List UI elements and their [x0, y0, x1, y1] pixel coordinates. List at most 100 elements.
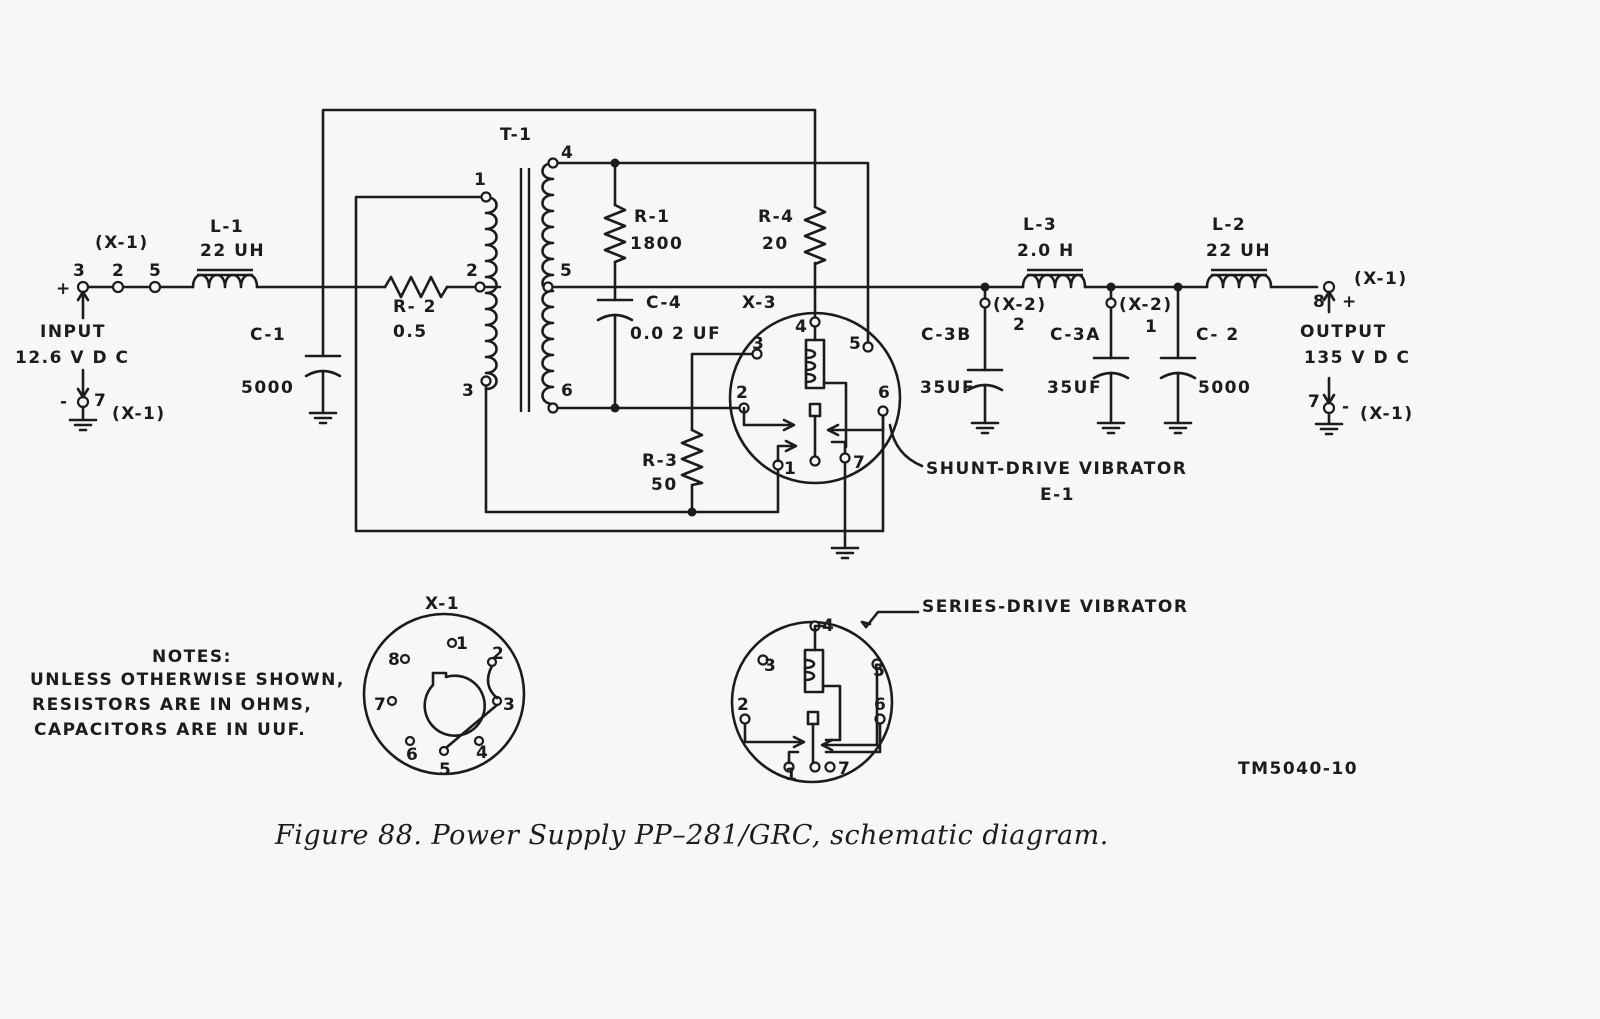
l3-value: 2.0 H — [1017, 241, 1075, 261]
x3-ref: X-3 — [742, 293, 777, 313]
x1-pin5: 5 — [439, 760, 452, 780]
junction-dots — [610, 158, 1183, 517]
inductor-l2 — [1205, 268, 1273, 289]
resistor-r4 — [803, 205, 827, 266]
l2-value: 22 UH — [1206, 241, 1271, 261]
notes-line1: UNLESS OTHERWISE SHOWN, — [30, 670, 345, 690]
t1-ref: T-1 — [500, 125, 532, 145]
capacitor-c2 — [1159, 356, 1197, 435]
x1-pin8: 8 — [388, 650, 401, 670]
t1-pin6-label: 6 — [561, 381, 574, 401]
l2-ref: L-2 — [1212, 215, 1246, 235]
x1-pin6: 6 — [406, 745, 419, 765]
x1-pin1: 1 — [456, 634, 469, 654]
r1-value: 1800 — [630, 234, 683, 254]
resistor-r2 — [383, 275, 449, 299]
c1-value: 5000 — [241, 378, 294, 398]
c3b-value: 35UF — [920, 378, 975, 398]
resistor-r1 — [603, 203, 627, 264]
input-pin5: 5 — [149, 261, 162, 281]
t1-pin5-label: 5 — [560, 261, 573, 281]
series-pin1: 1 — [785, 765, 798, 785]
notes-line2: RESISTORS ARE IN OHMS, — [32, 695, 312, 715]
shunt-drive-label: SHUNT-DRIVE VIBRATOR — [926, 459, 1187, 479]
c1-ref: C-1 — [250, 325, 286, 345]
x1-pin2: 2 — [492, 644, 505, 664]
inductor-l1 — [191, 268, 259, 289]
l1-value: 22 UH — [200, 241, 265, 261]
series-pin6: 6 — [874, 695, 887, 715]
t1-pin4-label: 4 — [561, 143, 574, 163]
series-pin2: 2 — [737, 695, 750, 715]
series-pin3: 3 — [764, 656, 777, 676]
input-plug-label: (X-1) — [95, 233, 149, 253]
shunt-label-leader — [888, 423, 924, 468]
c3b-pin: 2 — [1013, 315, 1026, 335]
t1-pin2-label: 2 — [466, 261, 479, 281]
c3b-ref: C-3B — [921, 325, 972, 345]
x1-pin7: 7 — [374, 695, 387, 715]
input-plus: + — [56, 279, 72, 299]
output-pin7: 7 — [1308, 392, 1321, 412]
shunt-drive-ref: E-1 — [1040, 485, 1075, 505]
inductor-l3 — [1021, 268, 1087, 289]
notes-title: NOTES: — [152, 647, 232, 667]
input-minus: - — [60, 392, 69, 412]
notes-line3: CAPACITORS ARE IN UUF. — [34, 720, 306, 740]
l3-ref: L-3 — [1023, 215, 1057, 235]
r4-value: 20 — [762, 234, 789, 254]
input-plug-bottom: (X-1) — [112, 404, 166, 424]
x3-pin1: 1 — [784, 459, 797, 479]
output-voltage: 135 V D C — [1304, 348, 1411, 368]
c3a-ref: C-3A — [1050, 325, 1101, 345]
x3-pin2: 2 — [736, 383, 749, 403]
r3-value: 50 — [651, 475, 678, 495]
output-plug-bottom: (X-1) — [1360, 404, 1414, 424]
output-terminals — [1314, 280, 1344, 436]
c4-value: 0.0 2 UF — [630, 324, 721, 344]
series-pin4: 4 — [822, 616, 835, 636]
input-voltage: 12.6 V D C — [15, 348, 129, 368]
c4-ref: C-4 — [646, 293, 682, 313]
wiring — [81, 108, 1319, 550]
ground-x3 — [830, 546, 860, 560]
l1-ref: L-1 — [210, 217, 244, 237]
c3a-plug: (X-2) — [1119, 295, 1173, 315]
socket-x1 — [362, 612, 526, 776]
capacitor-c3a — [1092, 297, 1130, 435]
capacitor-c4 — [596, 298, 634, 322]
output-pin8: 8 — [1313, 292, 1326, 312]
x1-ref: X-1 — [425, 594, 460, 614]
x3-pin3a: 3 — [752, 334, 765, 354]
input-pin7: 7 — [94, 391, 107, 411]
r2-ref: R- 2 — [393, 297, 437, 317]
c2-ref: C- 2 — [1196, 325, 1240, 345]
x3-pin7: 7 — [853, 453, 866, 473]
r1-ref: R-1 — [634, 207, 670, 227]
x1-pin3: 3 — [503, 695, 516, 715]
transformer-t1 — [474, 157, 559, 414]
series-drive-vibrator — [730, 610, 920, 784]
capacitor-c3b — [966, 297, 1004, 435]
x3-pin5: 5 — [849, 334, 862, 354]
series-pin5: 5 — [873, 661, 886, 681]
output-plug-label: (X-1) — [1354, 269, 1408, 289]
c3b-plug: (X-2) — [993, 295, 1047, 315]
labels: T-1 1 2 3 4 5 6 (X-1) 3 2 5 + INPUT 12.6… — [15, 125, 1414, 851]
t1-pin1-label: 1 — [474, 170, 487, 190]
input-pin2: 2 — [112, 261, 125, 281]
capacitor-c1 — [304, 354, 342, 425]
vibrator-x3 — [728, 311, 902, 485]
output-label: OUTPUT — [1300, 322, 1387, 342]
c3a-value: 35UF — [1047, 378, 1102, 398]
r3-ref: R-3 — [642, 451, 678, 471]
x1-pin4: 4 — [476, 743, 489, 763]
output-minus: - — [1342, 397, 1351, 417]
figure-caption: Figure 88. Power Supply PP–281/GRC, sche… — [274, 820, 1109, 851]
r4-ref: R-4 — [758, 207, 794, 227]
input-terminals — [68, 280, 162, 432]
x3-pin4: 4 — [795, 317, 808, 337]
r2-value: 0.5 — [393, 322, 428, 342]
output-plus: + — [1342, 292, 1358, 312]
